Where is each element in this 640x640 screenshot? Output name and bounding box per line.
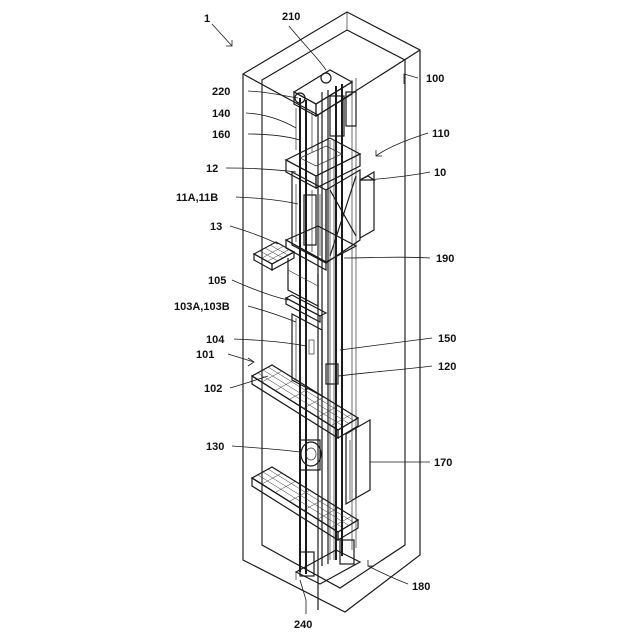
label-180: 180 [412, 581, 430, 593]
label-160: 160 [212, 129, 230, 141]
label-12: 12 [206, 163, 218, 175]
car-platform-13 [254, 242, 318, 306]
label-105: 105 [208, 275, 226, 287]
label-10: 10 [434, 167, 446, 179]
label-110: 110 [432, 128, 450, 140]
label-103a-103b: 103A,103B [174, 301, 230, 313]
label-170: 170 [434, 457, 452, 469]
label-102: 102 [204, 383, 222, 395]
label-150: 150 [438, 333, 456, 345]
label-13: 13 [210, 221, 222, 233]
control-panel-170 [346, 420, 370, 504]
label-104: 104 [206, 334, 225, 346]
label-100: 100 [426, 73, 444, 85]
label-130: 130 [206, 441, 224, 453]
top-machinery [294, 70, 356, 152]
label-11a-11b: 11A,11B [176, 192, 218, 204]
label-190: 190 [436, 253, 454, 265]
guide-rails [300, 78, 356, 574]
label-210: 210 [282, 11, 300, 23]
label-240: 240 [294, 619, 312, 631]
label-220: 220 [212, 86, 230, 98]
label-120: 120 [438, 361, 456, 373]
label-101: 101 [196, 349, 214, 361]
hoistway-shaft [243, 12, 420, 612]
label-140: 140 [212, 108, 230, 120]
label-1: 1 [204, 13, 210, 25]
